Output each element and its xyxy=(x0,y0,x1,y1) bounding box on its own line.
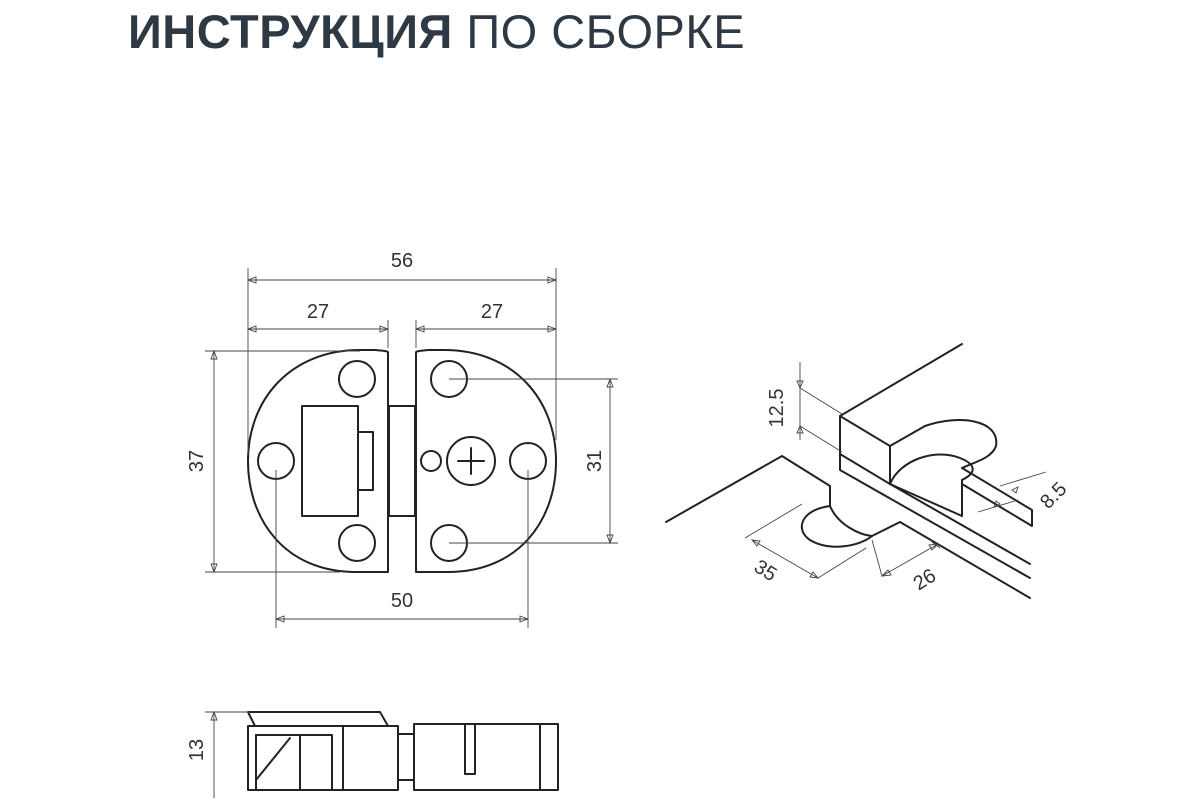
dim-label-26: 26 xyxy=(910,565,941,595)
dimension-13: 13 xyxy=(186,710,250,798)
dim-label-37: 37 xyxy=(186,450,208,472)
dimension-31: 31 xyxy=(449,377,618,545)
latch-body xyxy=(301,405,359,517)
title-light-part: ПО СБОРКЕ xyxy=(466,5,746,58)
dim-label-27-left: 27 xyxy=(307,301,329,323)
dimension-56: 56 xyxy=(246,250,558,455)
left-leaf-outline xyxy=(247,349,389,573)
side-hinge-pin xyxy=(397,733,415,781)
side-slot xyxy=(464,723,476,775)
side-right-body xyxy=(413,723,559,791)
dim-label-27-right: 27 xyxy=(481,301,503,323)
front-view: 56 27 27 37 xyxy=(186,250,618,628)
dimension-27-right: 27 xyxy=(414,301,558,348)
mount-hole xyxy=(338,360,376,398)
dim-label-50: 50 xyxy=(391,590,413,612)
upper-cutout xyxy=(924,419,998,469)
right-leaf-outline xyxy=(415,349,557,573)
screw-icon xyxy=(446,436,496,486)
latch-tongue xyxy=(357,431,374,491)
title-bold-part: ИНСТРУКЦИЯ xyxy=(128,5,453,58)
dimension-37: 37 xyxy=(186,349,360,574)
dimension-8-5: 8.5 xyxy=(977,471,1071,513)
install-view: 12.5 8.5 35 26 xyxy=(665,343,1071,599)
dim-label-12-5: 12.5 xyxy=(766,389,788,428)
page-title: ИНСТРУКЦИЯ ПО СБОРКЕ xyxy=(128,2,745,62)
mount-hole xyxy=(338,524,376,562)
dim-label-31: 31 xyxy=(584,450,606,472)
dim-label-13: 13 xyxy=(186,739,208,761)
dim-label-8-5: 8.5 xyxy=(1036,478,1071,513)
dimension-27-left: 27 xyxy=(246,301,390,348)
dimension-26: 26 xyxy=(871,539,941,595)
side-latch-window xyxy=(299,734,333,791)
dimension-50: 50 xyxy=(274,470,530,628)
dim-label-56: 56 xyxy=(391,250,413,272)
center-joint xyxy=(388,405,416,517)
pin-hole xyxy=(420,450,442,472)
side-view: 13 xyxy=(186,710,559,798)
side-top-plate xyxy=(247,711,389,727)
dim-label-35: 35 xyxy=(750,556,781,586)
dimension-12-5: 12.5 xyxy=(766,362,843,453)
lower-cutout xyxy=(800,485,873,548)
